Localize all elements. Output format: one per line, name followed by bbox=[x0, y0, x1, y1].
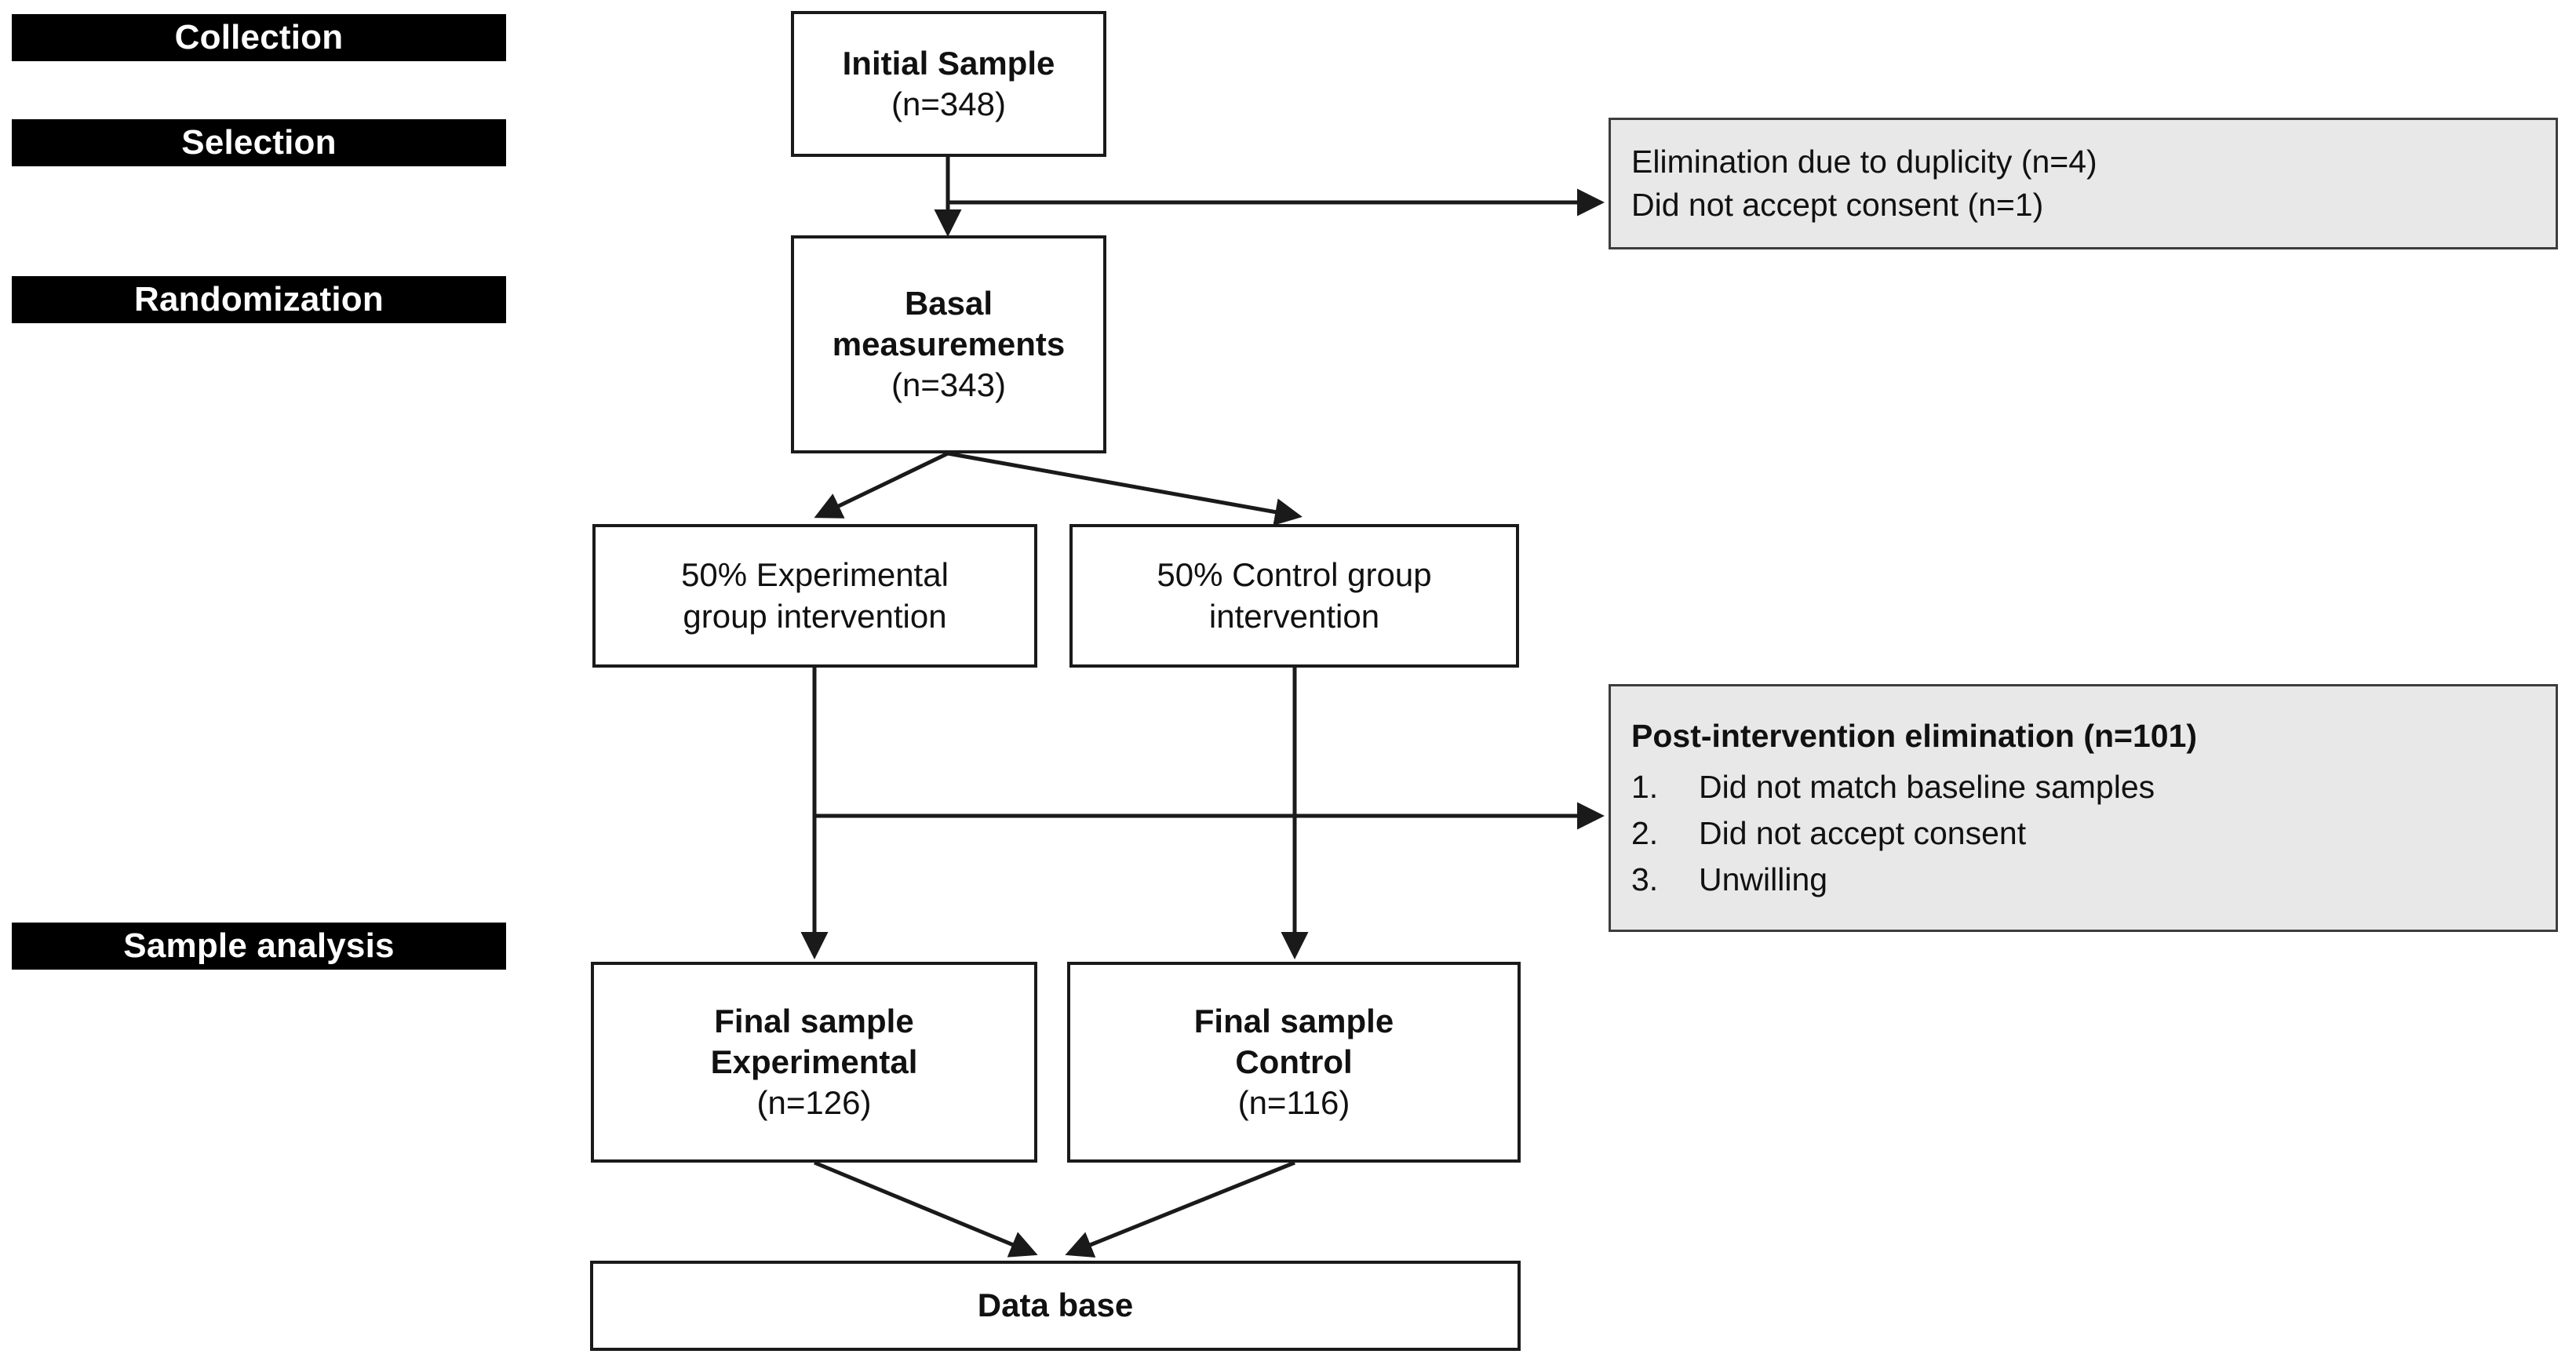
node-control-group-line2: intervention bbox=[1208, 597, 1380, 635]
list-item-number: 3. bbox=[1631, 861, 1659, 897]
node-final-sample-experimental: Final sample Experimental (n=126) bbox=[591, 962, 1037, 1163]
connector-final-experimental-to-database bbox=[814, 1160, 1038, 1258]
stage-label-selection: Selection bbox=[12, 119, 506, 166]
connector-basal-to-control bbox=[947, 451, 1303, 526]
node-final-sample-control-line2: Control bbox=[1235, 1043, 1353, 1080]
annotation-early-exclusion-line2: Did not accept consent (n=1) bbox=[1631, 187, 2044, 223]
annotation-early-exclusion-line1: Elimination due to duplicity (n=4) bbox=[1631, 144, 2097, 180]
node-final-sample-experimental-line1: Final sample bbox=[714, 1002, 914, 1039]
stage-label-collection: Collection bbox=[12, 14, 506, 61]
node-database-title: Data base bbox=[977, 1287, 1134, 1324]
stage-label-selection-text: Selection bbox=[181, 123, 337, 162]
node-experimental-group: 50% Experimental group intervention bbox=[592, 524, 1037, 668]
node-experimental-group-line1: 50% Experimental bbox=[681, 556, 949, 594]
node-final-sample-control-line1: Final sample bbox=[1193, 1002, 1394, 1039]
node-basal-measurements-count: (n=343) bbox=[891, 366, 1006, 404]
annotation-early-exclusion: Elimination due to duplicity (n=4) Did n… bbox=[1609, 118, 2558, 249]
stage-label-randomization-text: Randomization bbox=[134, 280, 384, 318]
stage-label-randomization: Randomization bbox=[12, 276, 506, 323]
node-basal-measurements: Basal measurements (n=343) bbox=[791, 235, 1106, 453]
list-item-number: 1. bbox=[1631, 769, 1659, 806]
connector-basal-to-experimental bbox=[814, 451, 949, 519]
annotation-post-intervention: Post-intervention elimination (n=101) 1.… bbox=[1609, 684, 2558, 932]
node-initial-sample-count: (n=348) bbox=[891, 86, 1006, 122]
list-item-text: Unwilling bbox=[1699, 861, 1828, 897]
node-control-group-line1: 50% Control group bbox=[1157, 556, 1432, 594]
node-initial-sample: Initial Sample (n=348) bbox=[791, 11, 1106, 157]
list-item-text: Did not match baseline samples bbox=[1699, 769, 2155, 806]
node-basal-measurements-line2: measurements bbox=[832, 325, 1066, 362]
node-control-group: 50% Control group intervention bbox=[1069, 524, 1519, 668]
stage-label-collection-text: Collection bbox=[174, 18, 344, 56]
node-final-sample-control: Final sample Control (n=116) bbox=[1067, 962, 1521, 1163]
node-final-sample-experimental-line2: Experimental bbox=[710, 1043, 918, 1080]
annotation-post-intervention-heading: Post-intervention elimination (n=101) bbox=[1631, 718, 2198, 755]
list-item: 2. Did not accept consent bbox=[1631, 812, 2535, 855]
connector-final-control-to-database bbox=[1065, 1160, 1295, 1258]
node-experimental-group-line2: group intervention bbox=[683, 597, 947, 635]
list-item: 3. Unwilling bbox=[1631, 858, 2535, 901]
stage-label-sample-analysis: Sample analysis bbox=[12, 923, 506, 970]
stage-label-sample-analysis-text: Sample analysis bbox=[123, 926, 395, 965]
node-basal-measurements-line1: Basal bbox=[904, 284, 993, 322]
node-final-sample-control-count: (n=116) bbox=[1237, 1084, 1350, 1122]
list-item: 1. Did not match baseline samples bbox=[1631, 766, 2535, 809]
node-final-sample-experimental-count: (n=126) bbox=[756, 1084, 872, 1122]
annotation-post-intervention-list: 1. Did not match baseline samples 2. Did… bbox=[1631, 763, 2535, 901]
node-initial-sample-title: Initial Sample bbox=[842, 44, 1055, 82]
list-item-text: Did not accept consent bbox=[1699, 815, 2027, 851]
node-database: Data base bbox=[590, 1261, 1521, 1351]
list-item-number: 2. bbox=[1631, 815, 1659, 851]
